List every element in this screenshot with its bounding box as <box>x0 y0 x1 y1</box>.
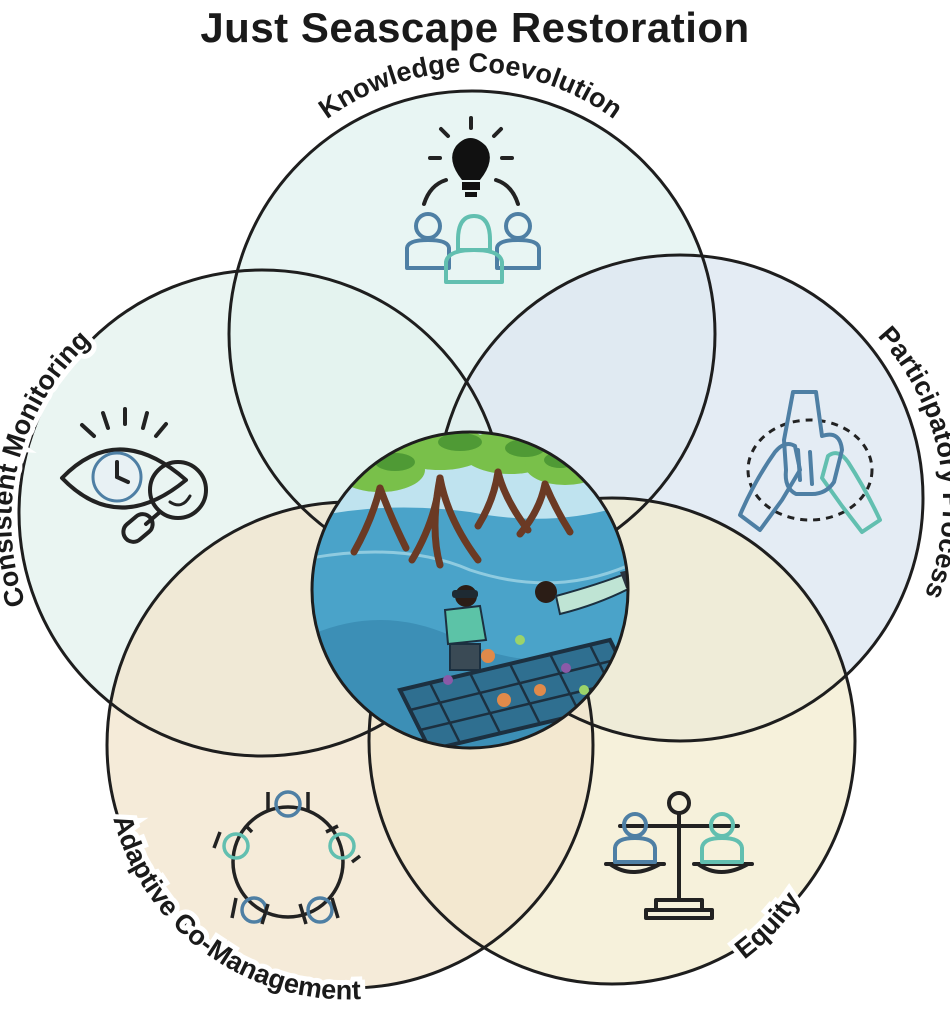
lightbulb-people-icon <box>405 116 541 284</box>
joined-hands-icon <box>738 390 882 534</box>
circle-meeting-icon <box>212 790 362 925</box>
balance-scale-icon <box>604 791 754 920</box>
diagram-title: Just Seascape Restoration <box>200 4 750 51</box>
center-illustration-border <box>310 430 630 750</box>
eye-clock-magnifier-icon <box>60 407 208 544</box>
